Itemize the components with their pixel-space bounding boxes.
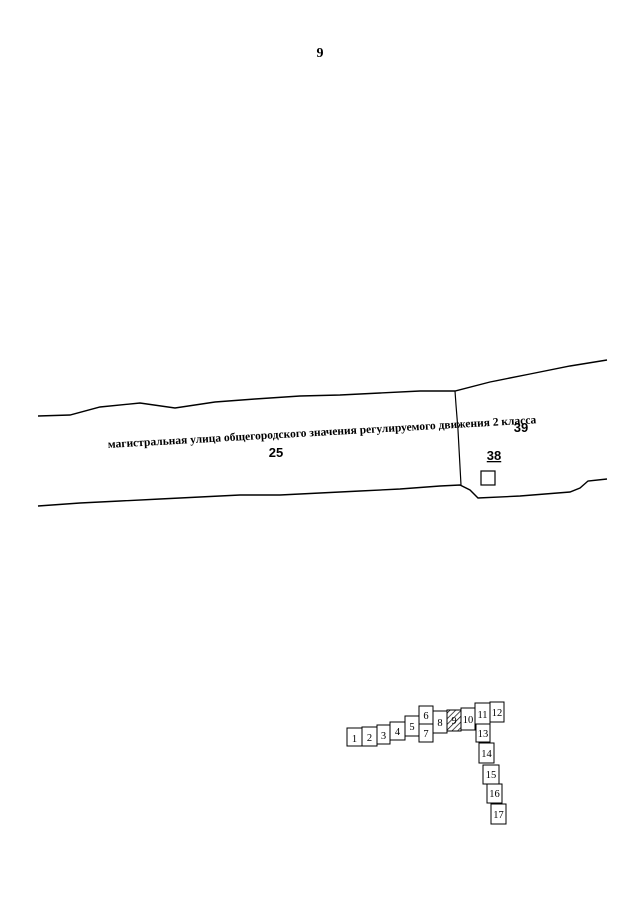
street-bottom-boundary	[37, 478, 608, 507]
street-name-label: магистральная улица общегородского значе…	[107, 414, 536, 451]
sheet-15-label: 15	[486, 770, 497, 781]
sheet-12-box	[489, 701, 505, 723]
sheet-5-label: 5	[409, 722, 414, 733]
sheet-9-label: 9	[451, 716, 456, 727]
sheet-10-label: 10	[463, 715, 474, 726]
zone-38-label: 38	[487, 448, 501, 463]
sheet-3-label: 3	[381, 731, 386, 742]
sheet-14-label: 14	[481, 749, 492, 760]
zone-38-parcel	[480, 470, 496, 486]
sheet-index-grid: 1 2 3 4 5 6 7 8 9 10 11 12 13 14 15 16 1…	[346, 701, 507, 825]
page-number: 9	[316, 46, 324, 61]
zone-25-label: 25	[269, 445, 283, 460]
sheet-11-label: 11	[477, 710, 487, 721]
zone-39-label: 39	[514, 420, 528, 435]
sheet-16-label: 16	[489, 789, 500, 800]
sheet-16-box	[486, 783, 503, 804]
sheet-6-label: 6	[423, 711, 428, 722]
sheet-14-box	[478, 742, 495, 764]
street-top-boundary	[37, 359, 608, 417]
sheet-1-label: 1	[352, 734, 357, 745]
sheet-12-label: 12	[492, 708, 503, 719]
sheet-13-label: 13	[478, 729, 489, 740]
sheet-4-label: 4	[395, 727, 401, 738]
sheet-13-box	[475, 723, 491, 743]
sheet-17-label: 17	[493, 810, 504, 821]
sheet-8-label: 8	[437, 718, 442, 729]
sheet-17-box	[490, 803, 507, 825]
sheet-2-label: 2	[367, 733, 372, 744]
zone-divider-line	[454, 390, 462, 486]
sheet-7-label: 7	[423, 729, 428, 740]
